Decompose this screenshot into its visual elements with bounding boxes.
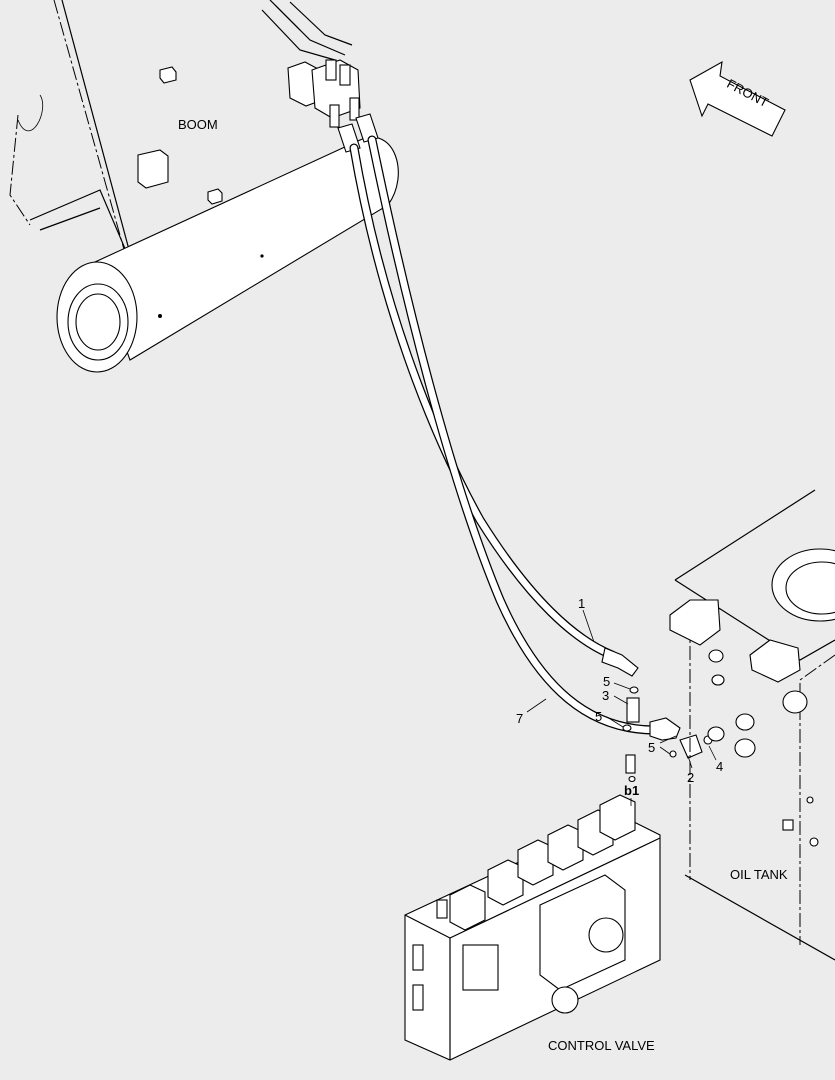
tank-bracket bbox=[669, 599, 721, 646]
hose-7-end-fitting bbox=[649, 717, 681, 741]
callouts: 1 2 3 4 5 5 5 7 b1 bbox=[516, 596, 723, 806]
control-valve-label: CONTROL VALVE bbox=[548, 1038, 655, 1053]
front-arrow: FRONT bbox=[689, 60, 786, 137]
callout-5-mid: 5 bbox=[595, 709, 602, 724]
control-valve: CONTROL VALVE bbox=[404, 794, 661, 1061]
o-ring-5b bbox=[622, 724, 632, 732]
boom-bracket bbox=[137, 149, 169, 189]
hose-1-end-fitting bbox=[601, 647, 639, 677]
callout-2: 2 bbox=[687, 770, 694, 785]
adapter-3 bbox=[626, 697, 640, 723]
hose-7 bbox=[367, 135, 660, 735]
oil-tank-label: OIL TANK bbox=[730, 867, 788, 882]
o-ring-5a bbox=[629, 686, 639, 694]
port-fitting-b1 bbox=[625, 754, 636, 774]
boom-label: BOOM bbox=[178, 117, 218, 132]
hose-clamp bbox=[261, 1, 379, 153]
callout-5-right: 5 bbox=[648, 740, 655, 755]
elbow-2 bbox=[679, 734, 703, 759]
callout-1: 1 bbox=[578, 596, 585, 611]
callout-3: 3 bbox=[602, 688, 609, 703]
callout-7: 7 bbox=[516, 711, 523, 726]
oil-tank: OIL TANK bbox=[669, 489, 835, 961]
callout-5-top: 5 bbox=[603, 674, 610, 689]
port-b1-label: b1 bbox=[624, 783, 639, 798]
callout-4: 4 bbox=[716, 759, 723, 774]
boom: BOOM bbox=[9, 0, 399, 373]
